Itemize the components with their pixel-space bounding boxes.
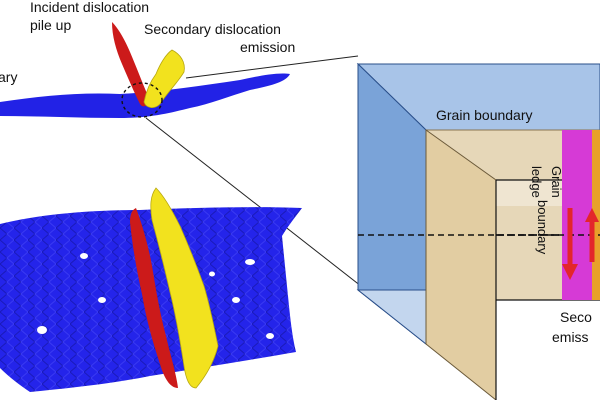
label-left-cut: ary: [0, 69, 17, 85]
label-gb-ledge-line2: boundary: [535, 200, 550, 255]
bottom-slab-view: [0, 187, 302, 392]
slab-hole: [245, 259, 255, 265]
incident-dislocation-small: [112, 22, 149, 107]
slab-hole: [209, 271, 215, 277]
secondary-dislocation-small: [143, 49, 185, 108]
label-incident-line1: Incident dislocation: [30, 0, 149, 15]
pileup-focus-circle: [121, 82, 163, 118]
label-grain-boundary: Grain boundary: [436, 107, 533, 123]
incident-dislocation-large: [130, 208, 178, 388]
secondary-dislocation-large: [150, 187, 219, 389]
label-secondary-line2: emission: [240, 39, 295, 55]
zoom-box: [356, 62, 600, 400]
arrow-down-head: [562, 264, 578, 280]
slab-hole: [80, 253, 88, 259]
gb-ledge-magenta: [562, 130, 592, 300]
zoom-connector-upper: [185, 55, 359, 79]
arrow-up-head: [585, 208, 599, 222]
label-gb-ledge-line3: ledge: [529, 166, 544, 198]
top-slab-view: [0, 22, 290, 118]
label-secondary-cut-line1: Seco: [560, 309, 592, 325]
gb-ledge-orange: [592, 130, 600, 300]
grain-gap-lower: [496, 300, 600, 400]
slab-hole: [98, 297, 106, 303]
label-secondary-cut-line2: emiss: [552, 329, 589, 345]
label-incident-line2: pile up: [30, 17, 71, 33]
label-gb-ledge-line1: Grain: [549, 166, 564, 198]
slab-hole: [266, 333, 274, 339]
label-secondary-line1: Secondary dislocation: [144, 21, 281, 37]
grain-side-face: [425, 129, 497, 400]
slab-hole: [37, 326, 47, 334]
slab-hole: [232, 297, 240, 303]
